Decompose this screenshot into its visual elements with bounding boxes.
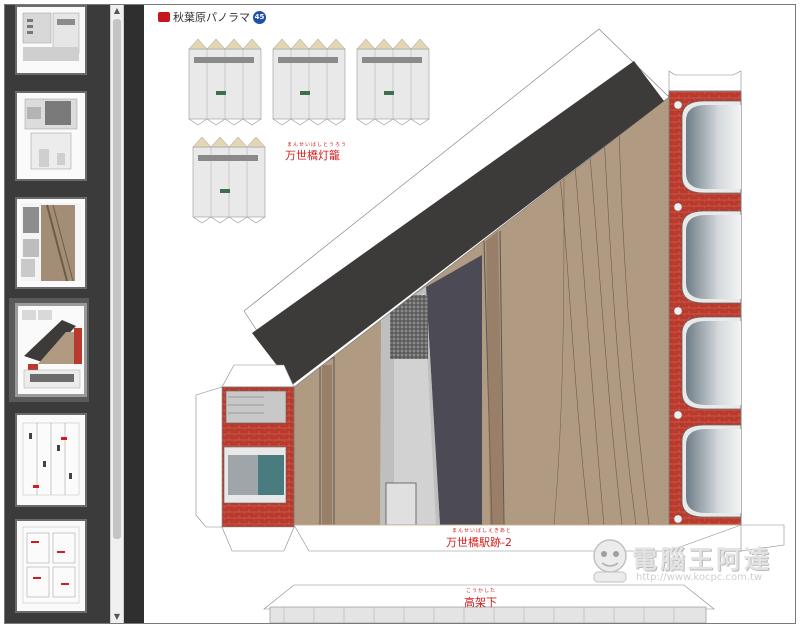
lantern-label: 万世橋灯籠 <box>285 149 340 162</box>
papercraft-drawing <box>188 28 785 623</box>
brick-arch-wall <box>668 70 742 526</box>
thumbnail-panel <box>5 5 110 623</box>
rail-ties-left <box>322 365 332 525</box>
thumbnail-page-1-preview <box>22 12 80 61</box>
roof-band <box>243 28 670 388</box>
lantern-piece-1 <box>188 38 262 126</box>
page-header: 秋葉原パノラマ 45 <box>158 9 266 25</box>
thumbnail-page-1[interactable] <box>15 5 87 75</box>
thumbnail-page-6-preview <box>22 526 80 604</box>
watermark-mascot-icon <box>593 539 627 583</box>
watermark-url: http://www.kocpc.com.tw <box>636 572 763 583</box>
lantern-piece-3 <box>356 38 430 126</box>
scrollbar-thumb[interactable] <box>113 19 121 539</box>
thumbnail-page-5-preview <box>22 422 80 496</box>
site-watermark: 電腦王阿達 http://www.kocpc.com.tw <box>588 532 793 590</box>
lantern-piece-2 <box>272 38 346 126</box>
station-label-ruby: まんせいばしえきあと <box>452 528 512 534</box>
elevated-label: 高架下 <box>464 596 497 609</box>
thumbnail-page-4-preview <box>18 306 84 394</box>
thumbnail-page-2[interactable] <box>15 91 87 181</box>
bottom-fold-tab <box>293 524 785 552</box>
lantern-piece-4 <box>192 136 266 224</box>
document-gutter <box>124 5 144 623</box>
brick-entrance-piece <box>195 364 295 552</box>
elevated-label-ruby: こうかした <box>466 588 497 594</box>
scroll-up-arrow-icon[interactable]: ▲ <box>113 6 121 15</box>
page-number-badge: 45 <box>253 10 266 24</box>
rail-ties-right <box>486 231 504 525</box>
brand-logo-icon <box>158 12 170 22</box>
thumbnail-page-5[interactable] <box>15 413 87 507</box>
page-title: 秋葉原パノラマ <box>173 11 250 24</box>
thumbnail-page-6[interactable] <box>15 519 87 613</box>
thumbnail-page-3[interactable] <box>15 197 87 289</box>
watermark-title: 電腦王阿達 <box>632 545 773 574</box>
thumbnail-page-3-preview <box>21 203 81 282</box>
thumbnail-scrollbar[interactable]: ▲ ▼ <box>110 5 124 623</box>
lantern-label-ruby: まんせいばしとうろう <box>287 142 348 148</box>
thumbnail-page-4[interactable] <box>15 303 87 397</box>
pdf-viewer-window: ▲ ▼ 秋葉原パノラマ 45 <box>4 4 796 624</box>
station-label: 万世橋駅跡-2 <box>446 536 512 549</box>
document-page[interactable]: 秋葉原パノラマ 45 <box>144 5 795 623</box>
station-ground <box>293 94 670 526</box>
scroll-down-arrow-icon[interactable]: ▼ <box>113 612 121 621</box>
elevated-piece <box>263 584 715 623</box>
thumbnail-page-2-preview <box>24 98 78 170</box>
